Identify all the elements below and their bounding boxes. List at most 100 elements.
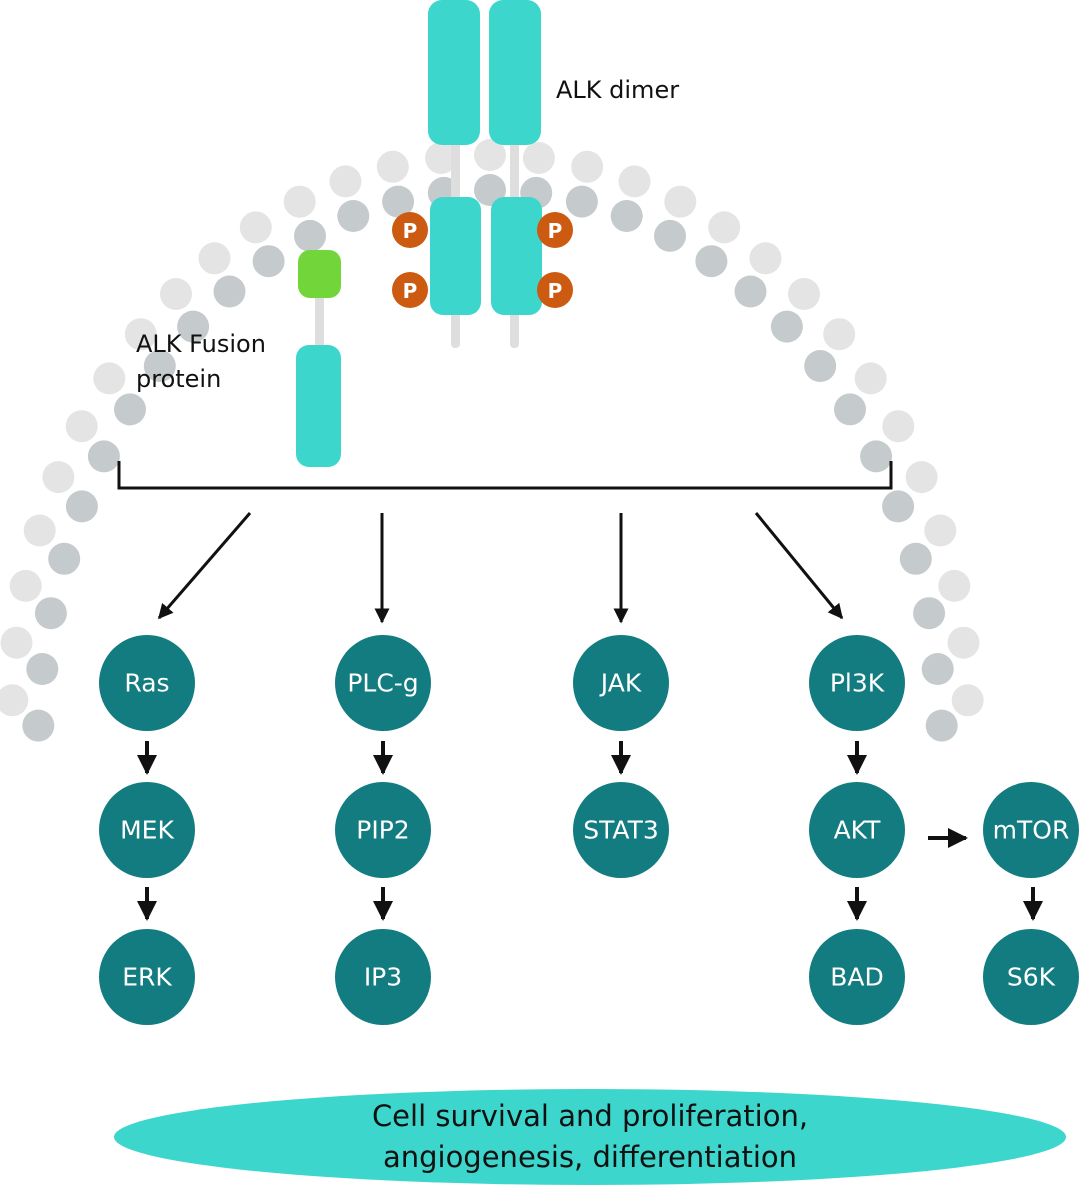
- node-bad: BAD: [809, 929, 905, 1025]
- lipid-head: [160, 278, 192, 310]
- node-akt: AKT: [809, 782, 905, 878]
- node-akt-circle: [809, 782, 905, 878]
- lipid-head: [823, 318, 856, 351]
- lipid-head: [947, 626, 980, 659]
- phospho-circle: [537, 212, 573, 248]
- lipid-head: [882, 490, 915, 523]
- lipid-head: [0, 684, 29, 717]
- lipid-head: [522, 142, 555, 174]
- node-jak-circle: [573, 635, 669, 731]
- lipid-head: [87, 440, 120, 473]
- node-erk: ERK: [99, 929, 195, 1025]
- lipid-head: [474, 174, 506, 206]
- membrane-outer-leaflet: [0, 139, 984, 717]
- lipid-head: [924, 514, 957, 547]
- alk-fusion-label-line1: ALK Fusion: [136, 330, 266, 358]
- lipid-head: [198, 242, 231, 275]
- phospho-site: P: [537, 272, 573, 308]
- lipid-head: [9, 569, 42, 602]
- node-ras-label: Ras: [124, 669, 169, 698]
- lipid-head: [42, 461, 75, 494]
- lipid-head: [882, 410, 915, 443]
- lipid-head: [337, 200, 370, 232]
- node-mek: MEK: [99, 782, 195, 878]
- node-pi3k-circle: [809, 635, 905, 731]
- lipid-head: [124, 318, 157, 351]
- phospho-label: P: [403, 219, 418, 243]
- phospho-circle: [392, 212, 428, 248]
- phospho-site: P: [392, 272, 428, 308]
- lipid-head: [65, 410, 98, 443]
- lipid-head: [834, 393, 866, 426]
- pathway-bracket: [117, 461, 893, 490]
- phospho-site: P: [537, 212, 573, 248]
- lipid-head: [177, 310, 210, 343]
- lipid-head: [26, 653, 59, 685]
- receptor-kinase-left: [430, 197, 481, 315]
- phospho-label: P: [548, 219, 563, 243]
- alk-fusion-protein: [296, 250, 341, 467]
- outcome-line2: angiogenesis, differentiation: [383, 1140, 797, 1174]
- fusion-partner-domain: [298, 250, 341, 298]
- receptor-kinase-right: [491, 197, 542, 315]
- lipid-head: [213, 275, 246, 308]
- node-mtor: mTOR: [983, 782, 1079, 878]
- lipid-head: [899, 542, 932, 575]
- outcome-ellipse: [114, 1089, 1066, 1185]
- phospho-label: P: [403, 279, 418, 303]
- lipid-head: [294, 219, 326, 252]
- node-mek-circle: [99, 782, 195, 878]
- lipid-head: [938, 569, 971, 602]
- receptor-extracellular-right: [489, 0, 541, 145]
- outcome: Cell survival and proliferation, angioge…: [114, 1089, 1066, 1185]
- lipid-head: [571, 150, 604, 183]
- lipid-head: [22, 709, 55, 742]
- fusion-kinase-domain: [296, 345, 341, 467]
- node-pi3k-label: Pl3K: [830, 669, 885, 698]
- lipid-head: [854, 362, 887, 395]
- lipid-head: [565, 185, 598, 218]
- lipid-head: [804, 350, 837, 382]
- lipid-head: [770, 310, 803, 343]
- node-ras-circle: [99, 635, 195, 731]
- node-pip2-circle: [335, 782, 431, 878]
- lipid-head: [951, 684, 984, 717]
- node-jak-label: JAK: [599, 669, 642, 698]
- node-erk-label: ERK: [122, 963, 172, 992]
- node-pi3k: Pl3K: [809, 635, 905, 731]
- receptor-extracellular-left: [428, 0, 480, 145]
- fusion-linker: [315, 290, 324, 350]
- lipid-head: [749, 242, 782, 275]
- node-mtor-circle: [983, 782, 1079, 878]
- node-mek-label: MEK: [120, 816, 174, 845]
- node-akt-label: AKT: [834, 816, 882, 845]
- lipid-head: [913, 597, 946, 630]
- lipid-head: [860, 440, 893, 473]
- cell-membrane: [0, 139, 984, 742]
- lipid-head: [329, 165, 362, 198]
- lipid-head: [143, 350, 176, 382]
- lipid-head: [48, 542, 81, 575]
- lipid-head: [664, 185, 697, 218]
- lipid-head: [114, 393, 146, 426]
- lipid-head: [93, 362, 126, 395]
- lipid-head: [376, 150, 409, 183]
- lipid-head: [474, 139, 506, 171]
- node-ip3-circle: [335, 929, 431, 1025]
- lipid-head: [695, 245, 728, 278]
- node-stat3-label: STAT3: [583, 816, 659, 845]
- node-bad-circle: [809, 929, 905, 1025]
- outcome-line1: Cell survival and proliferation,: [372, 1099, 808, 1133]
- node-erk-circle: [99, 929, 195, 1025]
- lipid-head: [905, 461, 938, 494]
- node-ras: Ras: [99, 635, 195, 731]
- node-plcg-label: PLC-g: [347, 669, 418, 698]
- node-ip3: IP3: [335, 929, 431, 1025]
- membrane-inner-leaflet: [22, 174, 958, 742]
- lipid-head: [252, 245, 285, 278]
- lipid-head: [788, 278, 820, 310]
- phospho-label: P: [548, 279, 563, 303]
- lipid-head: [382, 185, 415, 218]
- node-s6k-circle: [983, 929, 1079, 1025]
